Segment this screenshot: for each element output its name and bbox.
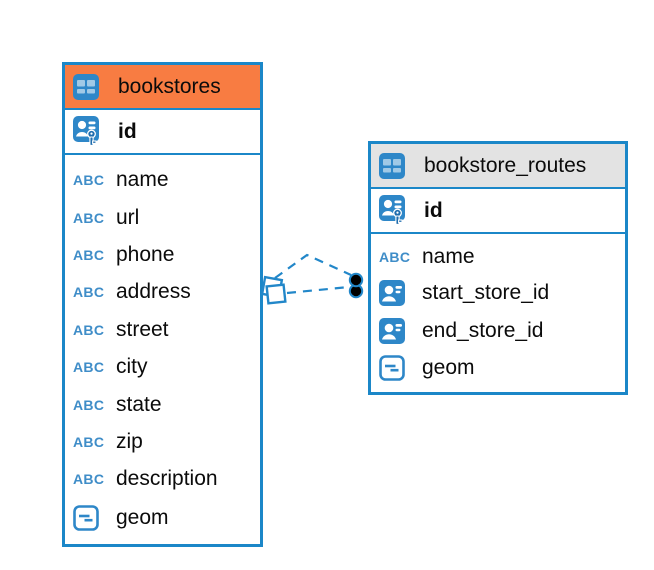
text-type-icon: ABC [73, 321, 105, 338]
dot-marker[interactable] [348, 283, 364, 299]
text-type-icon: ABC [73, 359, 105, 376]
entity-bookstore-routes-columns: ABC name start_store_id [371, 234, 625, 392]
column-name: phone [116, 243, 175, 267]
reference-type-icon [379, 280, 416, 307]
entity-bookstores-header[interactable]: bookstores [65, 65, 260, 110]
text-type-icon: ABC [379, 249, 411, 266]
column-row[interactable]: ABC name [379, 245, 617, 269]
column-row[interactable]: ABC phone [73, 243, 252, 267]
column-name: zip [116, 429, 143, 453]
column-row[interactable]: end_store_id [379, 317, 617, 344]
column-row[interactable]: ABC description [73, 467, 252, 491]
text-type-icon: ABC [73, 172, 105, 189]
column-row[interactable]: ABC url [73, 206, 252, 230]
column-name: city [116, 355, 148, 379]
column-name: name [116, 168, 169, 192]
primary-key-row[interactable]: id [371, 189, 625, 234]
column-row[interactable]: geom [73, 504, 252, 531]
table-icon [73, 73, 110, 100]
column-row[interactable]: ABC address [73, 280, 252, 304]
column-row[interactable]: ABC street [73, 318, 252, 342]
geometry-type-icon [73, 504, 110, 531]
entity-title: bookstore_routes [424, 153, 587, 177]
column-name: geom [116, 505, 169, 529]
entity-bookstore-routes[interactable]: bookstore_routes id [368, 141, 628, 395]
text-type-icon: ABC [73, 396, 105, 413]
primary-key-row[interactable]: id [65, 110, 260, 155]
column-name: state [116, 392, 162, 416]
column-row[interactable]: geom [379, 354, 617, 381]
column-row[interactable]: ABC name [73, 168, 252, 192]
primary-key-name: id [424, 198, 443, 222]
entity-title: bookstores [118, 74, 221, 98]
geometry-type-icon [379, 354, 416, 381]
entity-bookstore-routes-header[interactable]: bookstore_routes [371, 144, 625, 189]
column-name: end_store_id [422, 318, 544, 342]
column-row[interactable]: ABC city [73, 355, 252, 379]
text-type-icon: ABC [73, 433, 105, 450]
table-icon [379, 152, 416, 179]
column-row[interactable]: ABC state [73, 393, 252, 417]
primary-key-name: id [118, 119, 137, 143]
column-name: url [116, 205, 140, 229]
column-name: start_store_id [422, 281, 550, 305]
diamond-marker[interactable] [260, 275, 284, 299]
column-name: name [422, 245, 475, 269]
column-name: geom [422, 355, 475, 379]
text-type-icon: ABC [73, 284, 105, 301]
primary-key-icon [379, 194, 416, 225]
reference-type-icon [379, 317, 416, 344]
entity-bookstores-columns: ABC name ABC url ABC phone ABC address A… [65, 155, 260, 544]
column-name: street [116, 317, 169, 341]
entity-bookstores[interactable]: bookstores id [62, 62, 263, 547]
text-type-icon: ABC [73, 209, 105, 226]
text-type-icon: ABC [73, 471, 105, 488]
relationship-line[interactable] [286, 285, 350, 295]
dot-marker[interactable] [348, 272, 364, 288]
diamond-marker[interactable] [265, 283, 287, 305]
column-row[interactable]: start_store_id [379, 280, 617, 307]
primary-key-icon [73, 115, 110, 146]
text-type-icon: ABC [73, 247, 105, 264]
relationship-line[interactable] [274, 253, 352, 279]
column-name: description [116, 467, 218, 491]
column-name: address [116, 280, 191, 304]
column-row[interactable]: ABC zip [73, 430, 252, 454]
